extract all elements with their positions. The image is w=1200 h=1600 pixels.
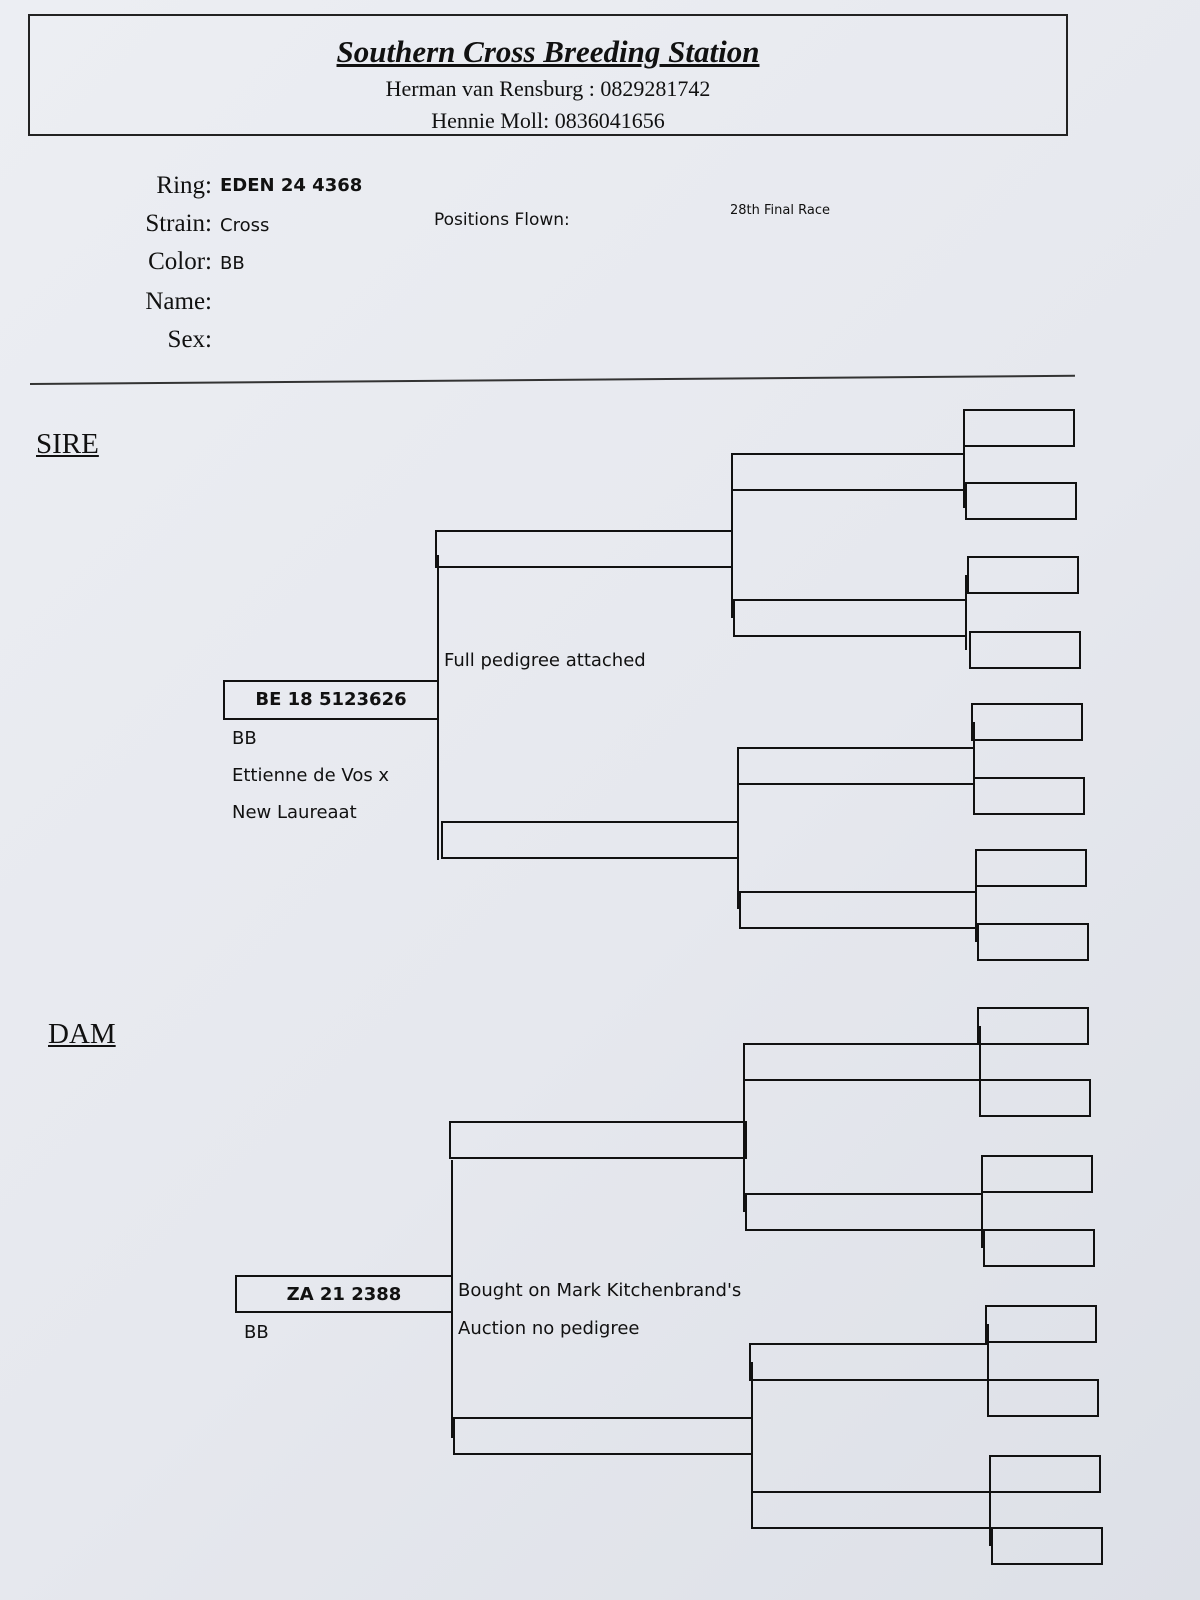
ring-value: EDEN 24 4368 — [220, 175, 363, 196]
gg-box-10 — [979, 1079, 1091, 1117]
gg-box-16 — [991, 1527, 1103, 1565]
gg-box-11 — [981, 1155, 1093, 1193]
gg-box-7 — [975, 849, 1087, 887]
sire-line-1: Ettienne de Vos x — [232, 765, 390, 786]
gg-box-13 — [985, 1305, 1097, 1343]
strain-value: Cross — [220, 215, 270, 236]
gg-box-5 — [971, 703, 1083, 741]
dam-note-2: Auction no pedigree — [458, 1318, 640, 1339]
sdd-box — [739, 891, 977, 929]
gg-box-6 — [973, 777, 1085, 815]
dsd-box — [745, 1193, 983, 1231]
ddd-box — [751, 1491, 991, 1529]
contact-hennie: Hennie Moll: 0836041656 — [431, 108, 665, 133]
sire-ring: BE 18 5123626 — [255, 689, 407, 710]
dam-sire-box — [449, 1121, 747, 1159]
gg-box-3 — [967, 556, 1079, 594]
sire-dam-box — [441, 821, 739, 859]
positions-flown-value: 28th Final Race — [730, 203, 830, 218]
contact-herman: Herman van Rensburg : 0829281742 — [385, 76, 711, 101]
dam-color: BB — [244, 1322, 269, 1343]
sss-box — [731, 453, 965, 491]
strain-label: Strain: — [145, 210, 212, 237]
dds-box — [749, 1343, 989, 1381]
gg-box-8 — [977, 923, 1089, 961]
gg-box-4 — [969, 631, 1081, 669]
gg-box-9 — [977, 1007, 1089, 1045]
sire-line-2: New Laureaat — [232, 802, 357, 823]
gg-box-12 — [983, 1229, 1095, 1267]
sire-section-label: SIRE — [36, 428, 99, 460]
gg-box-15 — [989, 1455, 1101, 1493]
ssd-box — [733, 599, 967, 637]
sds-box — [737, 747, 975, 785]
gg-box-2 — [965, 482, 1077, 520]
dam-note-1: Bought on Mark Kitchenbrand's — [458, 1280, 742, 1301]
dam-section-label: DAM — [48, 1018, 116, 1050]
dam-dam-box — [453, 1417, 753, 1455]
sire-color: BB — [232, 728, 257, 749]
sire-sire-box — [435, 530, 733, 568]
gg-box-1 — [963, 409, 1075, 447]
positions-flown-label: Positions Flown: — [434, 210, 570, 230]
sire-note: Full pedigree attached — [444, 650, 646, 671]
color-value: BB — [220, 253, 245, 274]
dam-ring: ZA 21 2388 — [286, 1284, 402, 1305]
name-label: Name: — [145, 288, 212, 315]
sex-label: Sex: — [167, 326, 212, 353]
color-label: Color: — [148, 248, 212, 275]
dss-box — [743, 1043, 981, 1081]
header-box: Southern Cross Breeding Station Herman v… — [28, 14, 1068, 136]
gg-box-14 — [987, 1379, 1099, 1417]
station-title: Southern Cross Breeding Station — [336, 34, 760, 69]
ring-label: Ring: — [156, 172, 212, 199]
